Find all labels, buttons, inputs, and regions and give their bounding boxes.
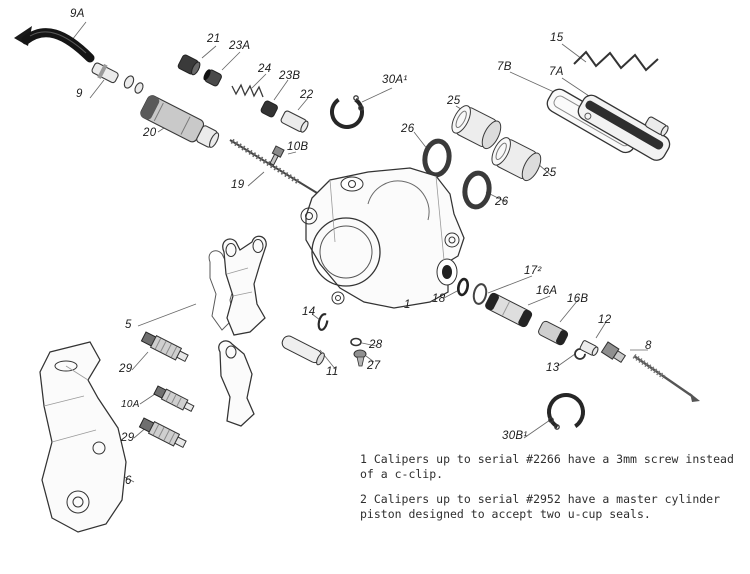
- footnotes: 1 Calipers up to serial #2266 have a 3mm…: [360, 452, 742, 532]
- c-clip-30a: [330, 95, 364, 129]
- c-clip-30b: [547, 393, 585, 431]
- part-label-10b: 10B: [287, 141, 309, 153]
- caliper-body-1: [300, 167, 465, 309]
- bolt-10a: [153, 385, 195, 412]
- part-label-23b: 23B: [279, 70, 301, 82]
- bracket-5: [208, 235, 267, 336]
- part-label-30b: 30B¹: [502, 430, 528, 442]
- piston-16a: [485, 292, 533, 328]
- part-label-10a: 10A: [121, 399, 140, 410]
- cylinder-22: [280, 110, 309, 133]
- o-ring-18: [456, 277, 470, 297]
- part-label-26-a: 26: [401, 123, 415, 135]
- screw-27: [353, 349, 367, 367]
- part-label-5: 5: [125, 319, 132, 331]
- piston-25: [491, 137, 542, 182]
- part-label-9: 9: [76, 88, 83, 100]
- screw-10b: [269, 145, 285, 166]
- pin-11: [281, 335, 325, 366]
- seal-26: [422, 138, 452, 178]
- part-label-28: 28: [369, 339, 383, 351]
- part-label-1: 1: [404, 299, 411, 311]
- part-label-14: 14: [302, 306, 316, 318]
- part-label-23a: 23A: [229, 40, 251, 52]
- bushing-23a: [203, 69, 222, 87]
- part-label-13: 13: [546, 362, 560, 374]
- bushing-21: [177, 54, 201, 76]
- bolt-8: [600, 341, 700, 402]
- bracket-arm: [218, 340, 255, 427]
- part-label-17: 17²: [524, 265, 542, 277]
- fitting-12: [579, 340, 599, 357]
- leader-lines: [71, 21, 648, 483]
- footnote-1: 1 Calipers up to serial #2266 have a 3mm…: [360, 452, 734, 481]
- brake-pad-7a: [577, 94, 671, 161]
- pad-stud: [645, 116, 669, 137]
- footnote-2: 2 Calipers up to serial #2952 have a mas…: [360, 492, 721, 521]
- bolt-29: [140, 331, 189, 363]
- part-label-24: 24: [258, 63, 272, 75]
- olive-ring: [134, 82, 144, 94]
- bolt-29: [138, 417, 187, 449]
- washer-17: [472, 283, 488, 305]
- piston-16b: [538, 320, 569, 346]
- clip-13: [574, 348, 586, 360]
- part-label-16a: 16A: [536, 285, 558, 297]
- part-label-29-a: 29: [119, 363, 133, 375]
- hose-9a: [14, 26, 95, 63]
- part-label-11: 11: [326, 366, 339, 378]
- part-label-15: 15: [550, 32, 564, 44]
- part-label-26-b: 26: [495, 196, 509, 208]
- part-label-7b: 7B: [497, 61, 512, 73]
- clip-14: [317, 313, 329, 331]
- piston-25: [451, 105, 502, 150]
- part-label-30a: 30A¹: [382, 74, 408, 86]
- part-label-6: 6: [125, 475, 132, 487]
- part-label-7a: 7A: [549, 66, 564, 78]
- part-label-16b: 16B: [567, 293, 589, 305]
- part-label-20: 20: [143, 127, 157, 139]
- cylinder-20: [140, 95, 220, 148]
- part-label-25-a: 25: [447, 95, 461, 107]
- spring-24: [231, 83, 264, 98]
- part-label-27: 27: [367, 360, 381, 372]
- part-label-19: 19: [231, 179, 245, 191]
- part-label-22: 22: [300, 89, 314, 101]
- bracket-6: [39, 341, 127, 533]
- part-label-25-b: 25: [543, 167, 557, 179]
- seal-26: [462, 170, 492, 210]
- pad-spring-15: [573, 50, 659, 72]
- part-label-9a: 9A: [70, 8, 85, 20]
- part-label-8: 8: [645, 340, 652, 352]
- fitting-9: [91, 62, 119, 84]
- part-label-21: 21: [207, 33, 221, 45]
- push-rod-19: [229, 138, 323, 197]
- part-label-29-b: 29: [121, 432, 135, 444]
- part-label-12: 12: [598, 314, 612, 326]
- bushing-23b: [260, 100, 278, 118]
- ring-28: [350, 337, 362, 347]
- part-label-18: 18: [432, 293, 446, 305]
- olive-ring: [123, 75, 135, 89]
